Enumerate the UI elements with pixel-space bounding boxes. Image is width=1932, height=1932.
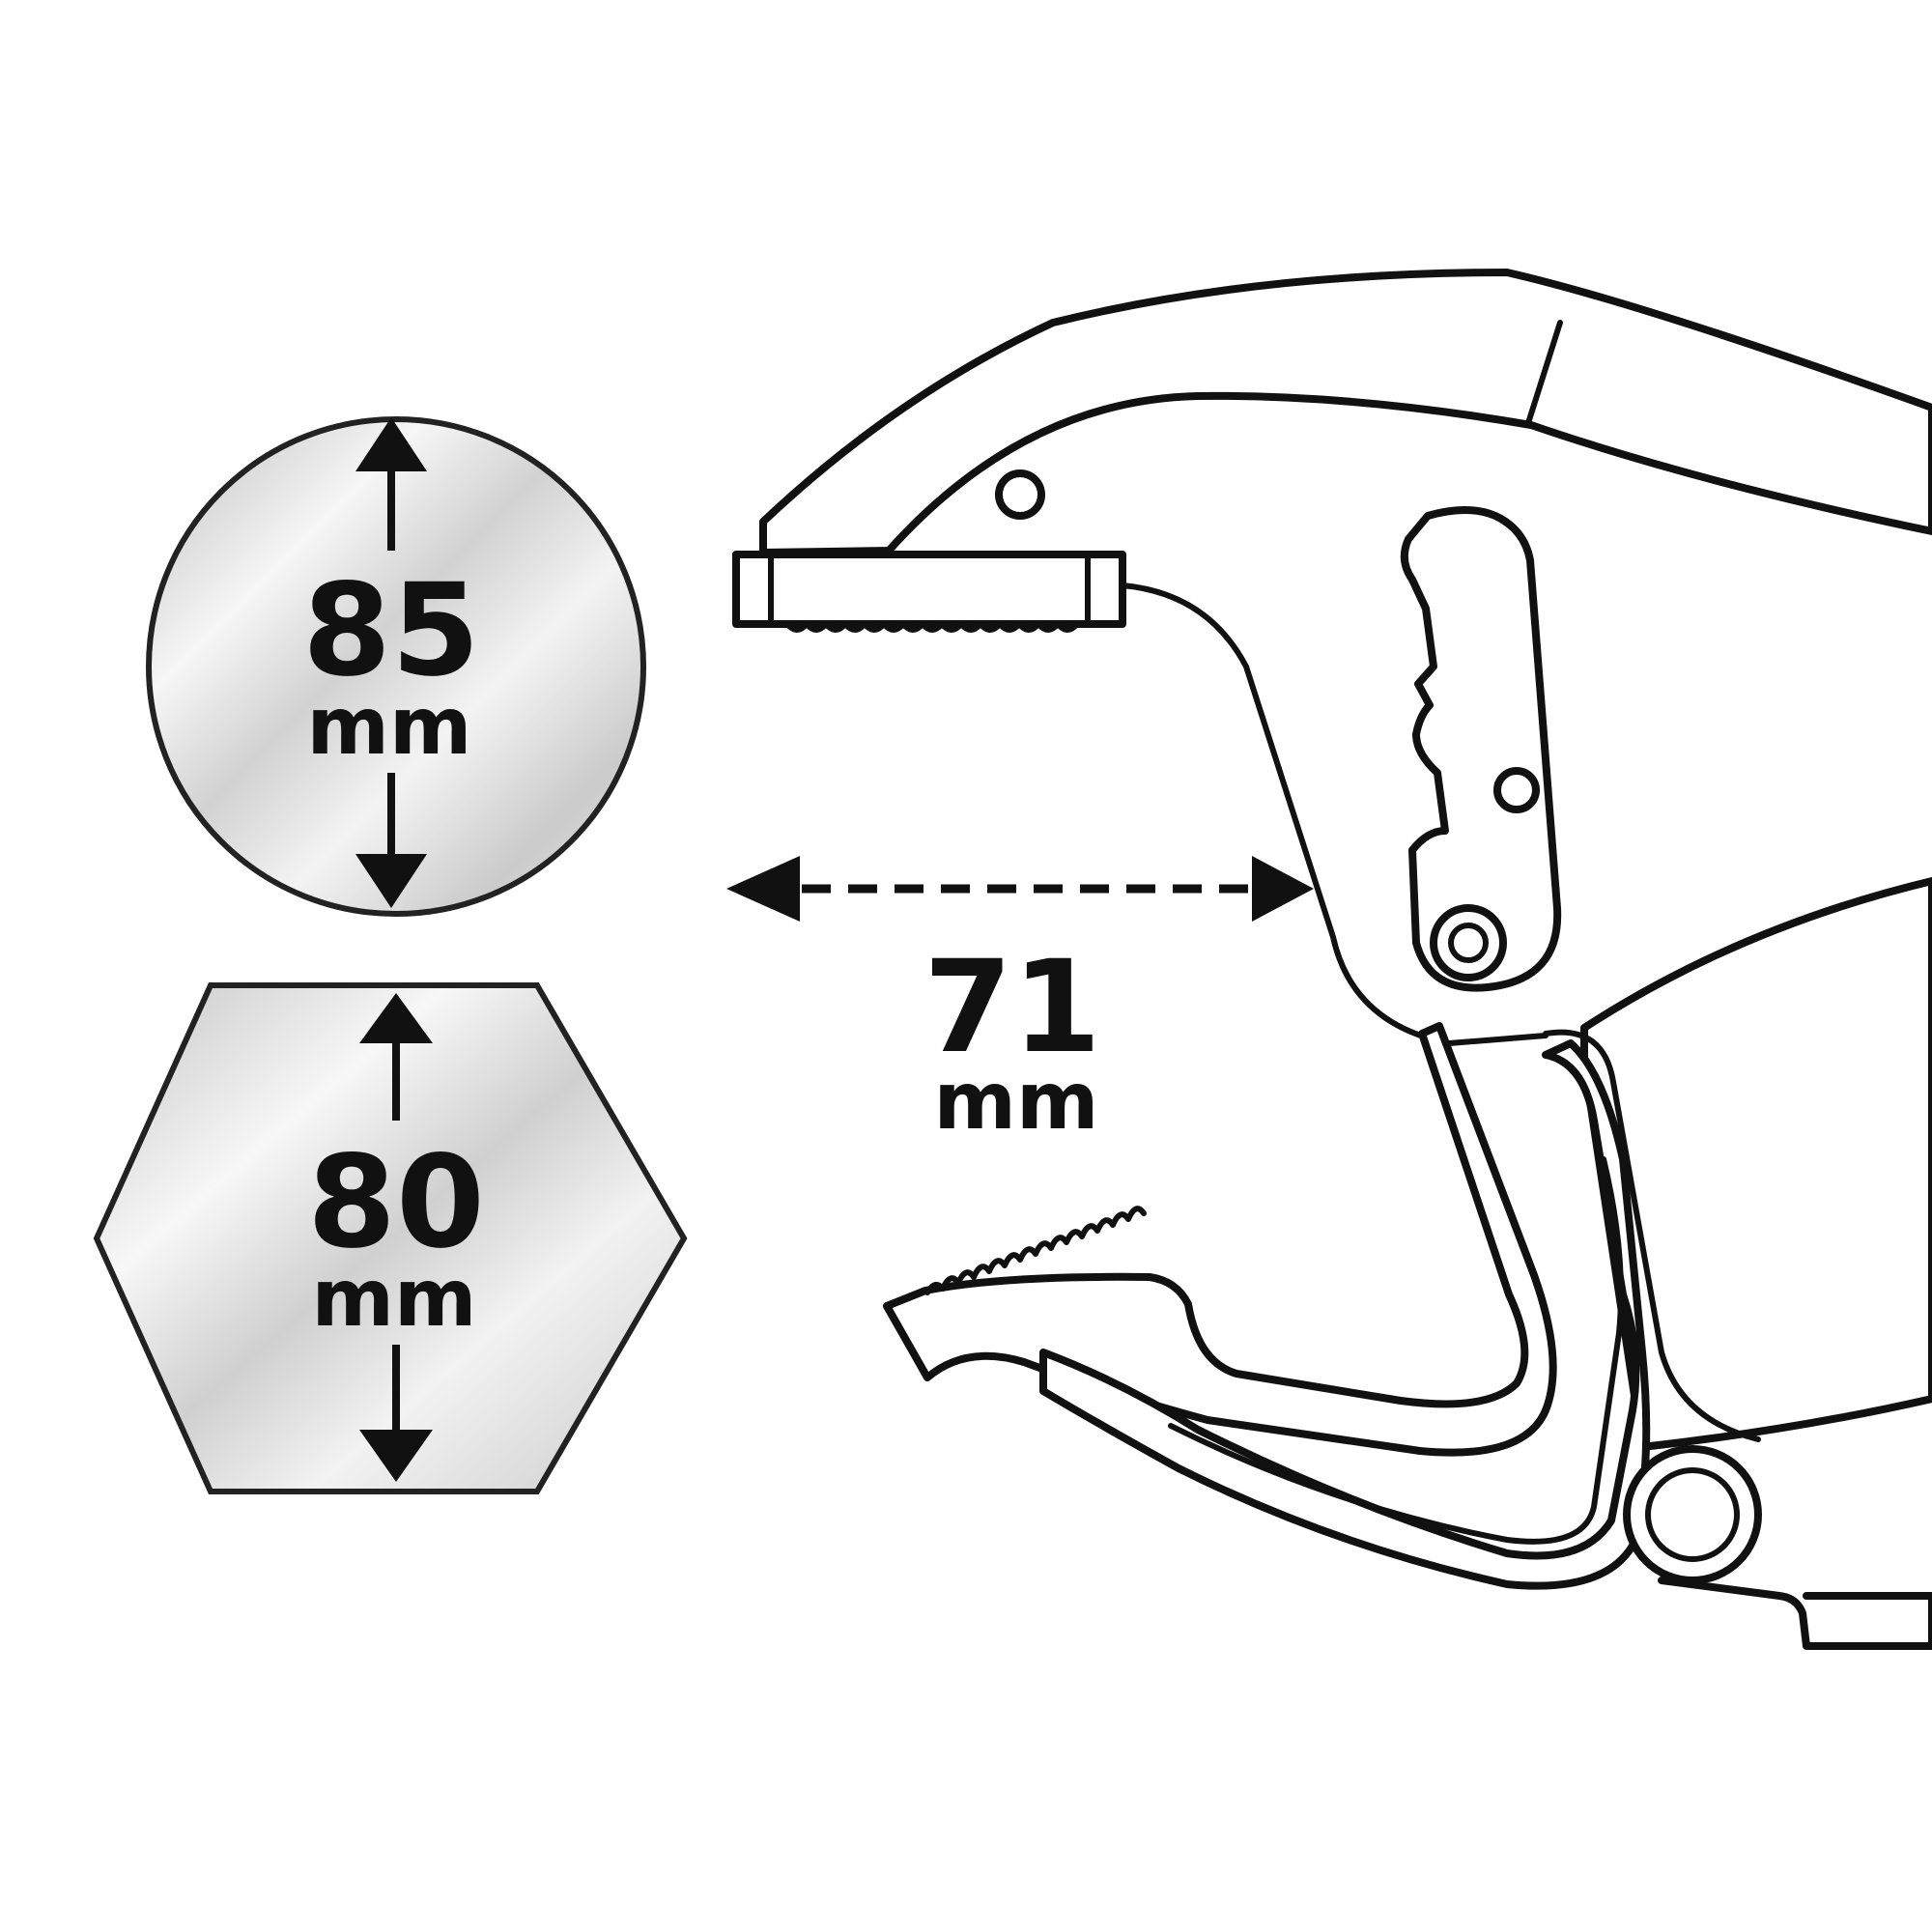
round-stock-shape — [146, 416, 646, 917]
lever-small-rivet — [1493, 767, 1540, 813]
bottom-end-tab — [1658, 1577, 1932, 1650]
round-capacity-value: 85 — [302, 556, 480, 705]
release-lever — [1400, 506, 1562, 992]
jaw-opening-value: 71 — [923, 933, 1101, 1082]
hex-stock-shape — [93, 982, 688, 1494]
hex-capacity-unit: mm — [312, 1253, 477, 1345]
upper-handle — [759, 269, 1932, 556]
lower-handle-spring — [1543, 1029, 1761, 1442]
hex-capacity-value: 80 — [307, 1128, 485, 1277]
upper-jaw-teeth — [784, 621, 1080, 633]
lever-pivot-rivet-inner — [1448, 923, 1489, 963]
lever-pivot-rivet — [1430, 904, 1507, 981]
jaw-opening-unit: mm — [934, 1056, 1099, 1148]
upper-jaw-insert — [732, 551, 1126, 628]
upper-handle-seam — [1525, 320, 1563, 426]
hex-capacity-figure: 80 mm — [93, 982, 688, 1494]
upper-jaw-rivet — [995, 469, 1045, 520]
jaw-opening-arrow — [726, 856, 1314, 922]
round-height-arrow — [355, 417, 427, 908]
upper-jaw-body — [1120, 582, 1548, 1046]
round-capacity-unit: mm — [307, 681, 472, 773]
locking-pliers-drawing — [732, 269, 1932, 1650]
round-capacity-figure: 85 mm — [146, 416, 646, 917]
lower-handle — [1580, 877, 1932, 1451]
hex-height-arrow — [359, 993, 433, 1482]
lower-jaw-teeth — [924, 1206, 1147, 1295]
lower-link-inner — [1168, 1156, 1624, 1545]
bottom-pivot-rivet-inner — [1645, 1467, 1740, 1562]
